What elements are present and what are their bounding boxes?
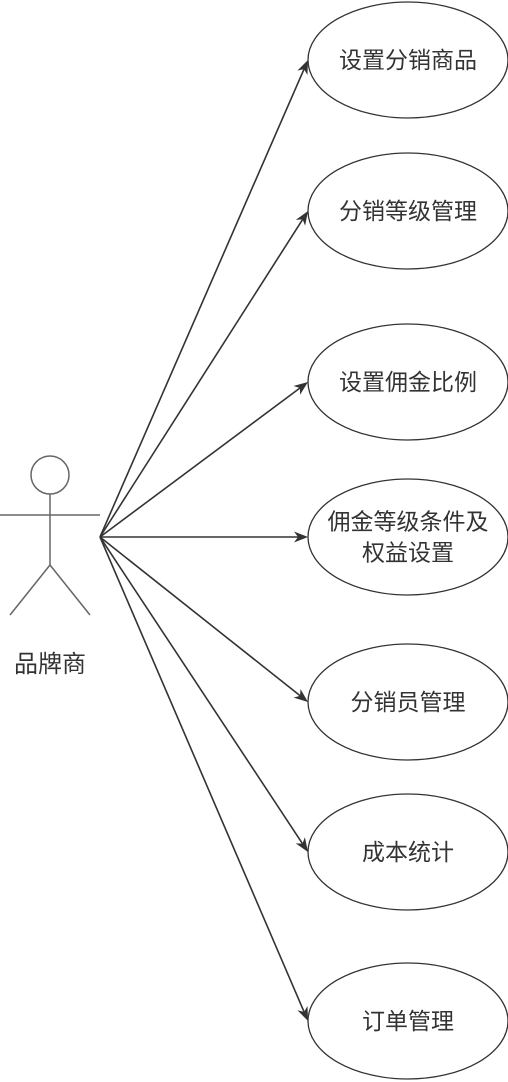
use-case-ellipse	[307, 478, 508, 596]
use-case-ellipse	[307, 1, 508, 119]
actor-head	[30, 455, 70, 495]
use-case-ellipse	[307, 962, 508, 1080]
use-cases: 设置分销商品分销等级管理设置佣金比例佣金等级条件及权益设置分销员管理成本统计订单…	[307, 1, 508, 1080]
arrow-head	[295, 837, 308, 852]
association-lines	[99, 60, 308, 1021]
use-case-ellipse	[307, 643, 508, 761]
use-case-label: 分销员管理	[351, 689, 466, 715]
actor-label: 品牌商	[14, 651, 86, 678]
association-line	[99, 536, 305, 1013]
actor-brand-owner: 品牌商	[0, 455, 100, 678]
use-case-node: 分销等级管理	[307, 152, 508, 270]
use-case-label: 分销等级管理	[339, 198, 477, 224]
use-case-node: 分销员管理	[307, 643, 508, 761]
use-case-label: 权益设置	[362, 540, 454, 566]
use-case-node: 设置佣金比例	[307, 323, 508, 441]
arrow-head	[293, 688, 308, 702]
actor-left-leg	[9, 564, 51, 616]
arrow-head	[294, 531, 308, 543]
use-case-label: 设置佣金比例	[339, 369, 477, 395]
association-line	[99, 536, 301, 697]
association-line	[99, 536, 304, 845]
association-line	[99, 68, 305, 538]
arrow-head	[293, 382, 308, 395]
use-case-node: 成本统计	[307, 793, 508, 911]
arrow-head	[297, 1005, 308, 1021]
use-case-node: 设置分销商品	[307, 1, 508, 119]
use-case-label: 成本统计	[362, 839, 454, 865]
arrow-head	[297, 60, 308, 76]
use-case-node: 订单管理	[307, 962, 508, 1080]
association-line	[99, 387, 301, 538]
use-case-ellipse	[307, 152, 508, 270]
actor-right-leg	[49, 564, 91, 616]
use-case-label: 设置分销商品	[339, 47, 477, 73]
arrow-head	[295, 211, 308, 226]
use-case-ellipse	[307, 323, 508, 441]
use-case-label: 佣金等级条件及	[328, 509, 489, 535]
association-line	[99, 218, 304, 538]
use-case-ellipse	[307, 793, 508, 911]
use-case-label: 订单管理	[362, 1008, 454, 1034]
